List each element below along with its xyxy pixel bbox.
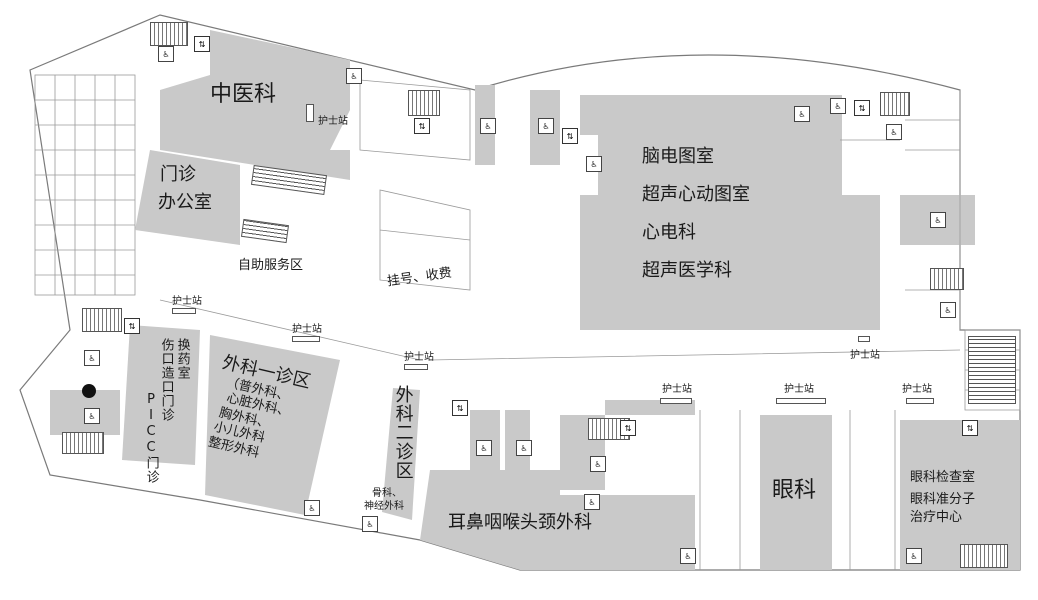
label-office-1: 门诊 xyxy=(160,164,196,185)
stair-7 xyxy=(960,544,1008,568)
zone-surgery-2 xyxy=(382,388,420,520)
restroom-icon: ♿ xyxy=(84,408,100,424)
zone-office xyxy=(135,150,240,245)
restroom-icon: ♿ xyxy=(586,156,602,172)
label-self-service: 自助服务区 xyxy=(238,258,304,273)
nurse-station-3: 护士站 xyxy=(292,324,322,335)
nurse-desk-8 xyxy=(906,398,934,404)
atrium-grid xyxy=(34,74,136,296)
label-surgery-2: 外科二诊区 xyxy=(392,385,414,480)
label-imaging-4: 超声医学科 xyxy=(642,260,732,281)
restroom-icon: ♿ xyxy=(680,548,696,564)
elevator-icon: ⇅ xyxy=(620,420,636,436)
zone-ent xyxy=(420,400,695,570)
label-imaging-2: 超声心动图室 xyxy=(642,184,750,205)
zone-ophthalmology xyxy=(760,415,832,570)
stair-6 xyxy=(880,92,910,116)
label-eye-exam-2: 眼科准分子 xyxy=(910,492,976,507)
nurse-station-4: 护士站 xyxy=(404,352,434,363)
stair-8 xyxy=(930,268,964,290)
nurse-station-5: 护士站 xyxy=(850,350,880,361)
label-picc: PICC门诊 xyxy=(143,392,159,484)
restroom-icon: ♿ xyxy=(346,68,362,84)
nurse-desk-4 xyxy=(404,364,428,370)
stair-1 xyxy=(150,22,188,46)
zone-tcm xyxy=(160,30,350,180)
nurse-desk-2 xyxy=(172,308,196,314)
elevator-icon: ⇅ xyxy=(962,420,978,436)
nurse-desk-1 xyxy=(306,104,314,122)
restroom-icon: ♿ xyxy=(480,118,496,134)
label-ophthalmology: 眼科 xyxy=(772,478,817,503)
restroom-icon: ♿ xyxy=(930,212,946,228)
stair-2 xyxy=(408,90,440,116)
restroom-icon: ♿ xyxy=(84,350,100,366)
nurse-desk-5 xyxy=(858,336,870,342)
zone-dressing xyxy=(122,325,200,465)
nurse-station-1: 护士站 xyxy=(318,116,348,127)
restroom-icon: ♿ xyxy=(906,548,922,564)
restroom-icon: ♿ xyxy=(538,118,554,134)
stair-3 xyxy=(82,308,122,332)
label-surgery-2-b: 神经外科 xyxy=(364,501,404,512)
restroom-icon: ♿ xyxy=(584,494,600,510)
label-surgery-2-a: 骨科、 xyxy=(372,488,402,499)
elevator-icon: ⇅ xyxy=(854,100,870,116)
label-dressing: 换药室 xyxy=(174,338,190,380)
elevator-icon: ⇅ xyxy=(562,128,578,144)
label-ent: 耳鼻咽喉头颈外科 xyxy=(448,512,592,533)
label-eye-exam-3: 治疗中心 xyxy=(910,510,963,525)
restroom-icon: ♿ xyxy=(794,106,810,122)
restroom-icon: ♿ xyxy=(940,302,956,318)
elevator-icon: ⇅ xyxy=(194,36,210,52)
elevator-icon: ⇅ xyxy=(452,400,468,416)
label-eye-exam-1: 眼科检查室 xyxy=(910,470,976,485)
label-wound-clinic: 伤口造口门诊 xyxy=(158,338,174,422)
restroom-icon: ♿ xyxy=(304,500,320,516)
label-office-2: 办公室 xyxy=(158,192,212,213)
nurse-desk-6 xyxy=(660,398,692,404)
restroom-icon: ♿ xyxy=(886,124,902,140)
location-marker xyxy=(82,384,96,398)
elevator-icon: ⇅ xyxy=(124,318,140,334)
nurse-station-8: 护士站 xyxy=(902,384,932,395)
restroom-icon: ♿ xyxy=(516,440,532,456)
nurse-desk-7 xyxy=(776,398,826,404)
label-tcm: 中医科 xyxy=(210,82,277,107)
nurse-station-7: 护士站 xyxy=(784,384,814,395)
restroom-icon: ♿ xyxy=(830,98,846,114)
nurse-station-6: 护士站 xyxy=(662,384,692,395)
nurse-station-2: 护士站 xyxy=(172,296,202,307)
restroom-icon: ♿ xyxy=(476,440,492,456)
escalator-3 xyxy=(968,336,1016,404)
elevator-icon: ⇅ xyxy=(414,118,430,134)
label-imaging-1: 脑电图室 xyxy=(642,146,714,167)
nurse-desk-3 xyxy=(292,336,320,342)
restroom-icon: ♿ xyxy=(362,516,378,532)
zone-surgery-1 xyxy=(205,335,340,515)
zone-imaging xyxy=(580,95,880,330)
restroom-icon: ♿ xyxy=(590,456,606,472)
restroom-icon: ♿ xyxy=(158,46,174,62)
label-imaging-3: 心电科 xyxy=(642,222,696,243)
stair-4 xyxy=(62,432,104,454)
